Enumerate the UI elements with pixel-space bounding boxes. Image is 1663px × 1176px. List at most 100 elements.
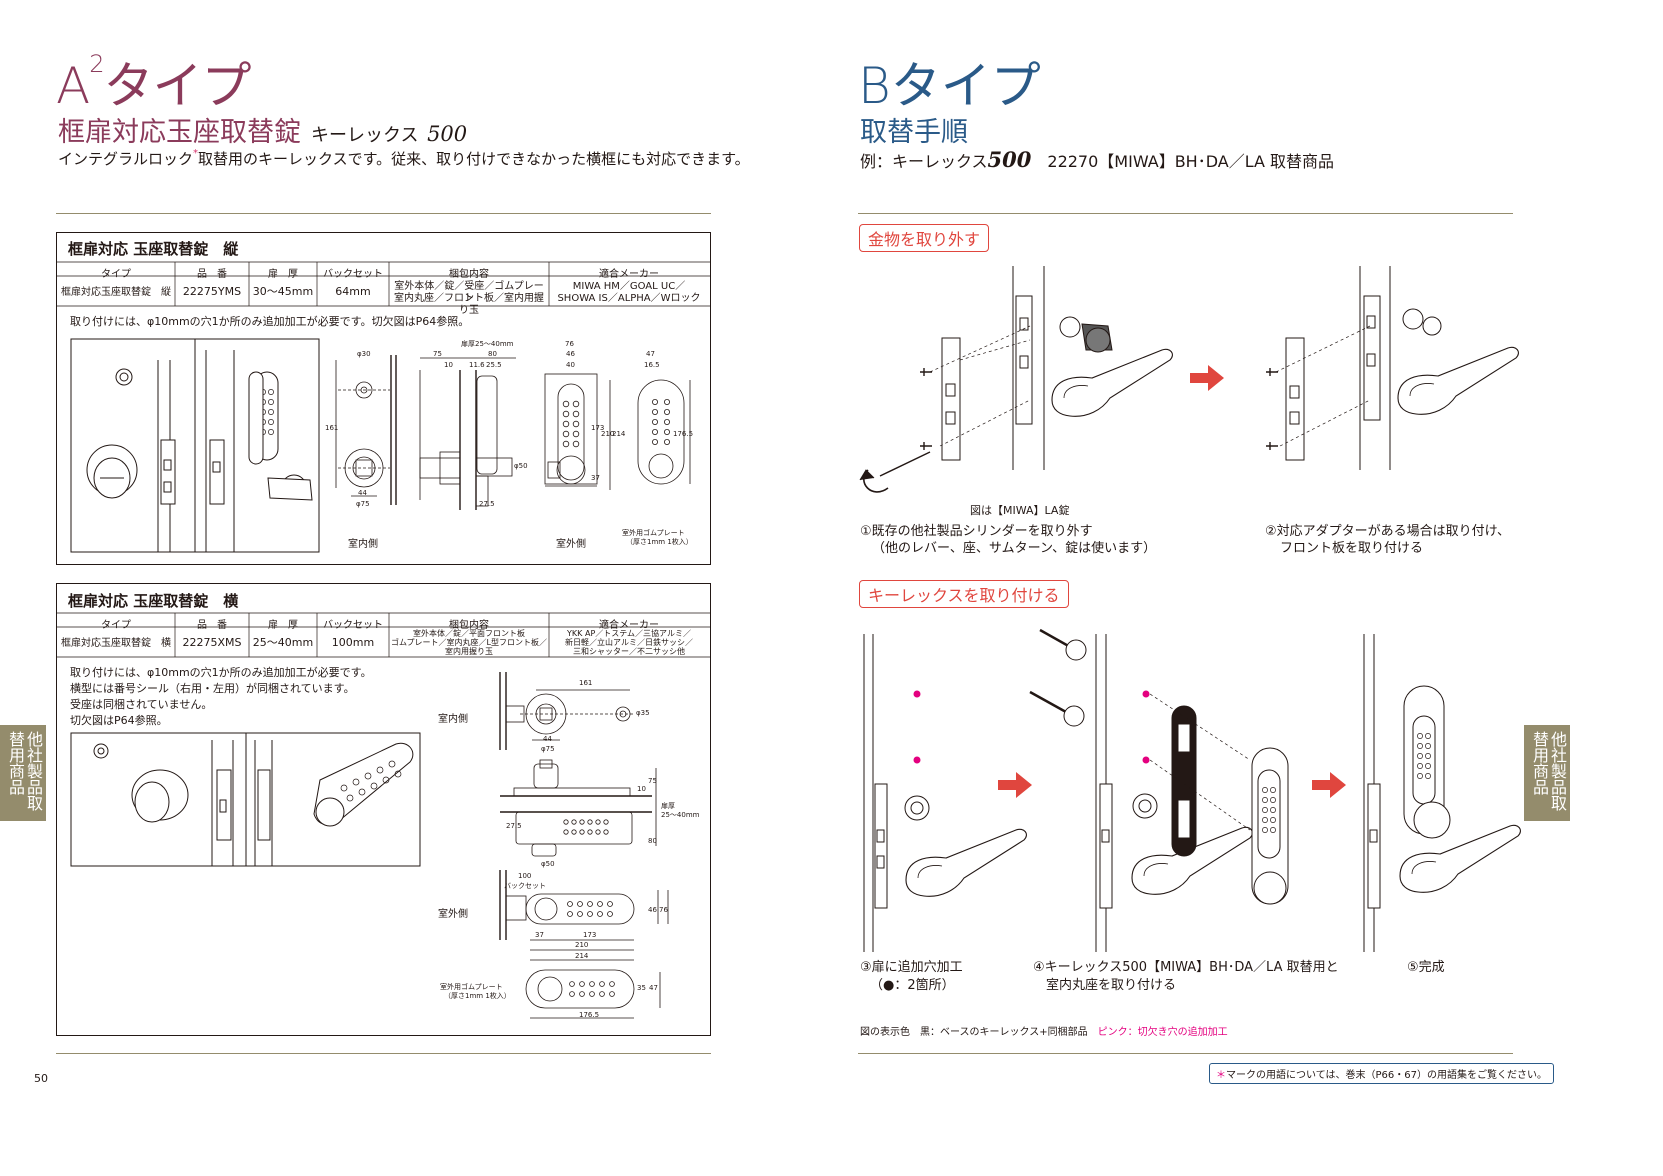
table-cell: ゴムプレート／室内丸座／L型フロント板／ bbox=[391, 638, 547, 647]
install-note: 切欠図はP64参照。 bbox=[70, 714, 168, 727]
table-cell: 22275YMS bbox=[182, 285, 242, 298]
table-header: タイプ bbox=[101, 269, 131, 280]
step-3-caption-sub: （●：2箇所） bbox=[870, 978, 955, 993]
dimension-label: 25.5 bbox=[486, 361, 502, 369]
dimension-label: 扉厚 bbox=[661, 802, 675, 810]
color-legend: 図の表示色 黒：ベースのキーレックス+同梱部品 ピンク：切欠き穴の追加加工 bbox=[860, 1027, 1228, 1038]
table-cell: 25〜40mm bbox=[252, 636, 314, 649]
image-label: 框扉対応 玉座取替 横 bbox=[301, 854, 405, 865]
dimension-label: φ30 bbox=[357, 350, 371, 358]
dimension-label: φ75 bbox=[356, 500, 370, 508]
table-cell: YKK AP／トステム／三協アルミ／ bbox=[567, 629, 691, 638]
procedure-subtitle: 取替手順 bbox=[860, 117, 968, 148]
table-header: 扉 厚 bbox=[268, 269, 298, 280]
divider bbox=[858, 213, 1513, 214]
table-cell: 新日軽／立山アルミ／日鉄サッシ／ bbox=[565, 638, 693, 647]
dimension-label: 44 bbox=[543, 735, 552, 743]
spec-title: 框扉対応 玉座取替錠 縦 bbox=[68, 240, 239, 258]
dimension-label: 16.5 bbox=[644, 361, 660, 369]
step-1-caption: ①既存の他社製品シリンダーを取り外す bbox=[860, 524, 1093, 539]
table-cell: 100mm bbox=[331, 636, 375, 649]
spec-title: 框扉対応 玉座取替錠 横 bbox=[68, 592, 239, 610]
table-header: 品 番 bbox=[197, 269, 227, 280]
dimension-label: φ75 bbox=[541, 745, 555, 753]
table-cell: 框扉対応玉座取替錠 縦 bbox=[61, 287, 171, 298]
table-header: バックセット bbox=[323, 620, 383, 631]
divider bbox=[858, 1053, 1513, 1054]
dimension-label: 75 bbox=[433, 350, 442, 358]
step-2-caption: ②対応アダプターがある場合は取り付け、 bbox=[1265, 524, 1511, 539]
dimension-label: 10 bbox=[444, 361, 453, 369]
table-cell: SHOWA IS／ALPHA／Wロック bbox=[557, 293, 701, 304]
table-cell: 22275XMS bbox=[182, 636, 242, 649]
image-label: 框扉対応 玉座取替 縦 bbox=[207, 540, 311, 551]
table-header: タイプ bbox=[101, 620, 131, 631]
table-header: バックセット bbox=[323, 269, 383, 280]
install-note: 横型には番号シール（右用・左用）が同梱されています。 bbox=[70, 682, 355, 695]
dimension-label: 80 bbox=[488, 350, 497, 358]
table-header: 扉 厚 bbox=[268, 620, 298, 631]
dimension-label: 11.6 bbox=[469, 361, 485, 369]
rubber-plate-label: 室外用ゴムプレート bbox=[622, 529, 685, 537]
dimension-label: φ50 bbox=[514, 462, 528, 470]
dimension-label: バックセット bbox=[504, 882, 546, 890]
step-2-caption-sub: フロント板を取り付ける bbox=[1280, 541, 1424, 556]
table-cell: 室内丸座／フロント板／室内用握り玉 bbox=[394, 293, 544, 316]
step-4-caption: ④キーレックス500【MIWA】BH･DA／LA 取替用と bbox=[1033, 960, 1339, 975]
product-subtitle: 框扉対応玉座取替錠キーレックス 500 bbox=[58, 117, 468, 148]
side-tab-left: 他社製品取替用商品 bbox=[0, 725, 46, 821]
dimension-label: 161 bbox=[579, 679, 593, 687]
dimension-label: 76 bbox=[659, 906, 668, 914]
divider bbox=[56, 213, 711, 214]
product-description: インテグラルロック*取替用のキーレックスです。従来、取り付けできなかった横框にも… bbox=[58, 148, 750, 168]
drawing-label: 室内側 bbox=[438, 714, 468, 725]
install-note: 受座は同梱されていません。 bbox=[70, 698, 213, 711]
dimension-label: 76 bbox=[565, 340, 574, 348]
divider bbox=[56, 1053, 711, 1054]
rubber-plate-label: （厚さ1mm 1枚入） bbox=[626, 538, 693, 546]
figure-note: 図は【MIWA】LA錠 bbox=[970, 504, 1070, 517]
dimension-label: 176.5 bbox=[579, 1011, 600, 1019]
dimension-label: 161 bbox=[325, 424, 339, 432]
dimension-label: 27.5 bbox=[506, 822, 522, 830]
dimension-label: 75 bbox=[648, 777, 657, 785]
dimension-label: 214 bbox=[575, 952, 589, 960]
table-cell: 三和シャッター／不二サッシ他 bbox=[573, 647, 685, 656]
page-title-a: A2タイプ bbox=[56, 50, 252, 115]
dimension-label: 100 bbox=[518, 872, 532, 880]
step-5-caption: ⑤完成 bbox=[1407, 960, 1445, 975]
dimension-label: φ50 bbox=[541, 860, 555, 868]
step-1-caption-sub: （他のレバー、座、サムターン、錠は使います） bbox=[872, 541, 1157, 556]
side-tab-right: 他社製品取替用商品 bbox=[1524, 725, 1570, 821]
procedure-example: 例：キーレックス500 22270【MIWA】BH･DA／LA 取替商品 bbox=[860, 147, 1335, 172]
step-heading-remove: 金物を取り外す bbox=[859, 224, 990, 252]
table-cell: 室内用握り玉 bbox=[445, 647, 493, 656]
dimension-label: 40 bbox=[566, 361, 575, 369]
page-title-b: Bタイプ bbox=[858, 57, 1041, 115]
dimension-label: 扉厚25〜40mm bbox=[461, 340, 514, 348]
step-3-caption: ③扉に追加穴加工 bbox=[860, 960, 963, 975]
table-cell: 30〜45mm bbox=[252, 285, 314, 298]
drawing-label: 室外側 bbox=[438, 909, 468, 920]
dimension-label: φ35 bbox=[636, 709, 650, 717]
dimension-label: 173 bbox=[591, 424, 605, 432]
table-header: 梱包内容 bbox=[449, 620, 489, 631]
dimension-label: 47 bbox=[646, 350, 655, 358]
table-cell: 64mm bbox=[335, 285, 371, 298]
dimension-label: 35 bbox=[637, 984, 646, 992]
dimension-label: 47 bbox=[649, 984, 658, 992]
image-label: 室内側 bbox=[117, 540, 147, 551]
table-header: 適合メーカー bbox=[599, 620, 659, 631]
dimension-label: 46 bbox=[648, 906, 657, 914]
dimension-label: 214 bbox=[612, 430, 626, 438]
dimension-label: 10 bbox=[637, 785, 646, 793]
table-cell: MIWA HM／GOAL UC／ bbox=[572, 281, 686, 292]
dimension-label: 27.5 bbox=[479, 500, 495, 508]
page-number: 50 bbox=[34, 1072, 48, 1085]
install-note: 取り付けには、φ10mmの穴1か所のみ追加加工が必要です。切欠図はP64参照。 bbox=[70, 315, 470, 328]
dimension-label: 210 bbox=[575, 941, 589, 949]
table-cell: 室外本体／錠／受座／ゴムプレート bbox=[394, 281, 544, 304]
image-label: 室内側 bbox=[135, 854, 165, 865]
dimension-label: 44 bbox=[358, 489, 367, 497]
rubber-plate-label: （厚さ1mm 1枚入） bbox=[444, 992, 511, 1000]
